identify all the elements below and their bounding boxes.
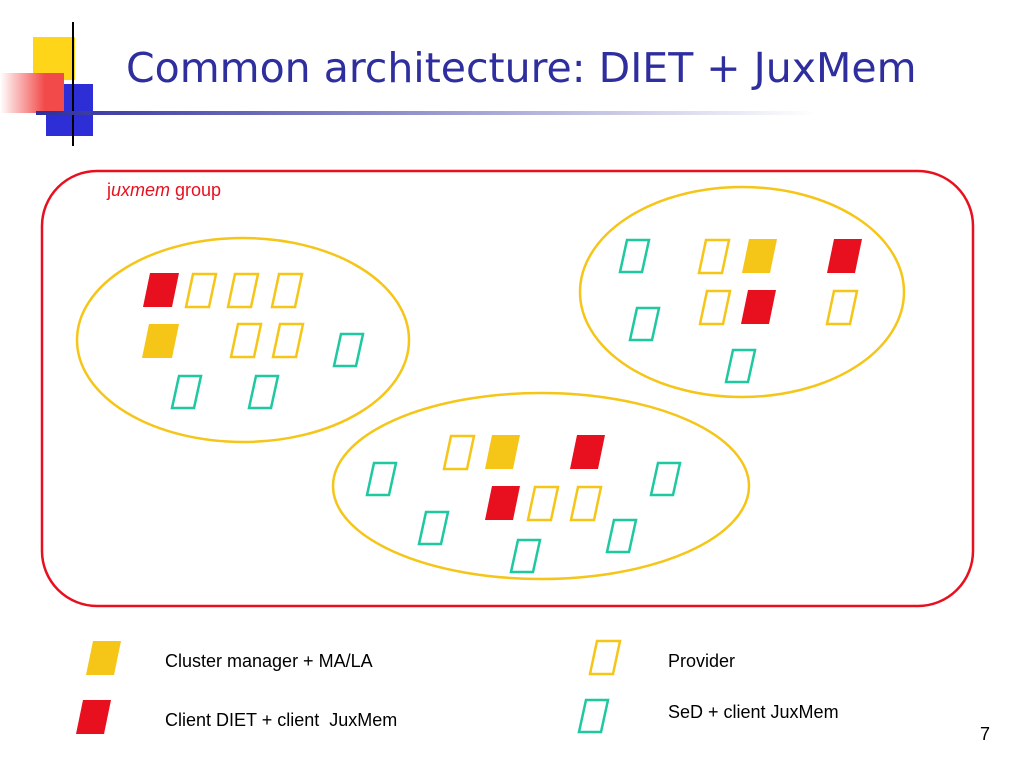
provider-icon xyxy=(697,238,731,275)
sed-icon xyxy=(332,332,365,368)
group-label-emphasis: uxmem xyxy=(111,180,171,200)
legend-provider-label: Provider xyxy=(668,651,736,671)
cluster-manager-icon xyxy=(742,239,777,273)
juxmem-group-border xyxy=(40,169,975,608)
sed-icon xyxy=(417,510,450,546)
legend-cluster-manager-icon xyxy=(86,641,121,675)
sed-icon xyxy=(509,538,542,574)
sed-icon xyxy=(247,374,280,410)
provider-icon xyxy=(226,272,260,309)
provider-icon xyxy=(526,485,560,522)
legend-client-icon xyxy=(76,700,111,734)
cluster-ellipse-bottom xyxy=(331,391,751,581)
sed-icon xyxy=(605,518,638,554)
sed-icon xyxy=(365,461,398,497)
sed-icon xyxy=(724,348,757,384)
provider-icon xyxy=(184,272,218,309)
provider-icon xyxy=(229,322,263,359)
provider-icon xyxy=(698,289,732,326)
deco-red-square xyxy=(0,73,64,113)
provider-icon xyxy=(825,289,859,326)
client-icon xyxy=(485,486,520,520)
deco-yellow-square xyxy=(33,37,75,80)
group-label-prefix: j xyxy=(107,180,111,200)
cluster-ellipse-right xyxy=(578,185,906,399)
legend-provider-icon xyxy=(588,639,622,676)
provider-icon xyxy=(442,434,476,471)
sed-icon xyxy=(618,238,651,274)
client-icon xyxy=(570,435,605,469)
provider-icon xyxy=(569,485,603,522)
legend-cluster-manager-label: Cluster manager + MA/LA xyxy=(165,651,373,671)
client-icon xyxy=(741,290,776,324)
slide-decoration xyxy=(0,22,816,146)
provider-icon xyxy=(271,322,305,359)
client-icon xyxy=(143,273,179,307)
legend-client-label: Client DIET + client JuxMem xyxy=(165,710,398,730)
provider-icon xyxy=(270,272,304,309)
juxmem-group-label: juxmem group xyxy=(107,180,221,201)
legend-sed-icon xyxy=(577,698,610,734)
cluster-manager-icon xyxy=(485,435,520,469)
sed-icon xyxy=(628,306,661,342)
cluster-ellipse-left xyxy=(75,236,411,444)
title-rule xyxy=(36,111,816,115)
client-icon xyxy=(827,239,862,273)
legend-sed-label: SeD + client JuxMem xyxy=(668,702,839,722)
page-number: 7 xyxy=(980,724,991,744)
group-label-suffix: group xyxy=(170,180,222,200)
sed-icon xyxy=(649,461,682,497)
sed-icon xyxy=(170,374,203,410)
slide-title: Common architecture: DIET + JuxMem xyxy=(126,44,917,92)
cluster-manager-icon xyxy=(142,324,179,358)
